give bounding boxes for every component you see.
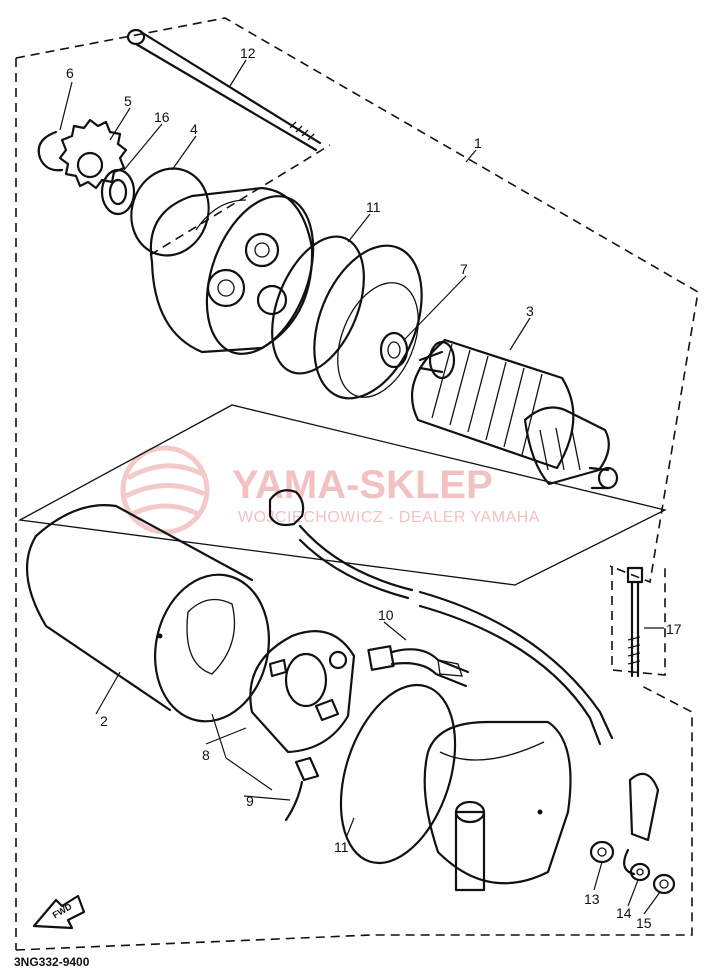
watermark-subtitle: WOJCIECHOWICZ - DEALER YAMAHA <box>238 509 540 526</box>
washer-14 <box>629 862 651 882</box>
callout-17: 17 <box>666 621 682 637</box>
cable-terminal <box>623 772 660 876</box>
o-ring-front <box>130 167 210 257</box>
lead-wire-10 <box>367 645 470 688</box>
circlip <box>37 130 64 172</box>
callout-9: 9 <box>246 793 254 809</box>
callout-8: 8 <box>202 747 210 763</box>
washer <box>379 331 409 369</box>
callout-4: 4 <box>190 121 198 137</box>
callout-14: 14 <box>616 905 632 921</box>
bolt-17 <box>626 566 644 678</box>
leader-lines <box>59 59 664 915</box>
front-housing <box>149 186 315 355</box>
o-ring-upper <box>271 235 365 375</box>
callout-3: 3 <box>526 303 534 319</box>
armature <box>410 338 619 490</box>
callout-13: 13 <box>584 891 600 907</box>
watermark-title: YAMA-SKLEP <box>232 463 493 507</box>
rear-housing <box>423 720 572 892</box>
callout-2: 2 <box>100 713 108 729</box>
collar <box>100 168 136 216</box>
fwd-label: FWD <box>51 901 74 920</box>
callout-12: 12 <box>240 45 256 61</box>
fwd-arrow: FWD <box>32 894 86 930</box>
callout-7: 7 <box>460 261 468 277</box>
brush-holder <box>249 630 356 754</box>
callout-16: 16 <box>154 109 170 125</box>
callout-11-lower: 11 <box>334 839 349 855</box>
callout-1: 1 <box>474 135 482 151</box>
watermark-logo <box>120 445 210 535</box>
diagram-code: 3NG332-9400 <box>14 955 90 969</box>
nut-15 <box>652 873 676 895</box>
callout-10: 10 <box>378 607 394 623</box>
callout-15: 15 <box>636 915 652 931</box>
pinion-gear <box>58 118 128 190</box>
callouts: 12 1 6 5 16 4 11 7 3 2 8 9 10 11 17 13 1… <box>66 45 682 931</box>
watermark: YAMA-SKLEP WOJCIECHOWICZ - DEALER YAMAHA <box>120 445 540 535</box>
armature-frame <box>17 404 667 586</box>
cover-plate <box>313 244 423 400</box>
yoke <box>26 504 270 723</box>
callout-5: 5 <box>124 93 132 109</box>
nut-13 <box>589 840 615 864</box>
brush <box>284 756 320 822</box>
callout-11-upper: 11 <box>366 199 381 215</box>
lead-wire-upper <box>268 489 614 746</box>
o-ring-lower <box>339 683 457 865</box>
through-bolt <box>126 28 322 152</box>
callout-6: 6 <box>66 65 74 81</box>
